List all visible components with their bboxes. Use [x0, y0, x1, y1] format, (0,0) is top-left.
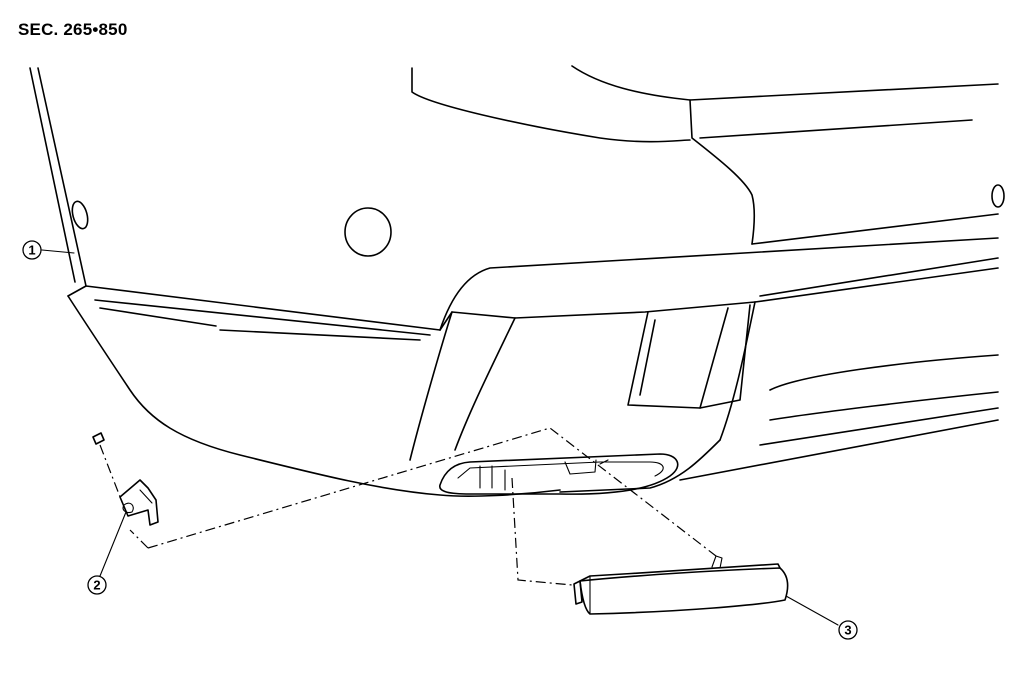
- callout-1-label: 1: [28, 243, 35, 258]
- callout-1: 1: [22, 240, 42, 260]
- callout-3: 3: [838, 620, 858, 640]
- leader-lines: [41, 249, 839, 626]
- retainer-clip: [92, 432, 159, 526]
- section-label: SEC. 265•850: [18, 20, 128, 39]
- rear-body-panel: [29, 65, 1005, 331]
- rear-reflector: [573, 555, 789, 615]
- assembly-guide-lines: [99, 427, 717, 586]
- callout-3-label: 3: [844, 623, 851, 638]
- callout-2-label: 2: [93, 578, 100, 593]
- callout-2: 2: [87, 575, 107, 595]
- reflector-opening: [439, 453, 679, 495]
- bumper-fascia: [67, 257, 999, 497]
